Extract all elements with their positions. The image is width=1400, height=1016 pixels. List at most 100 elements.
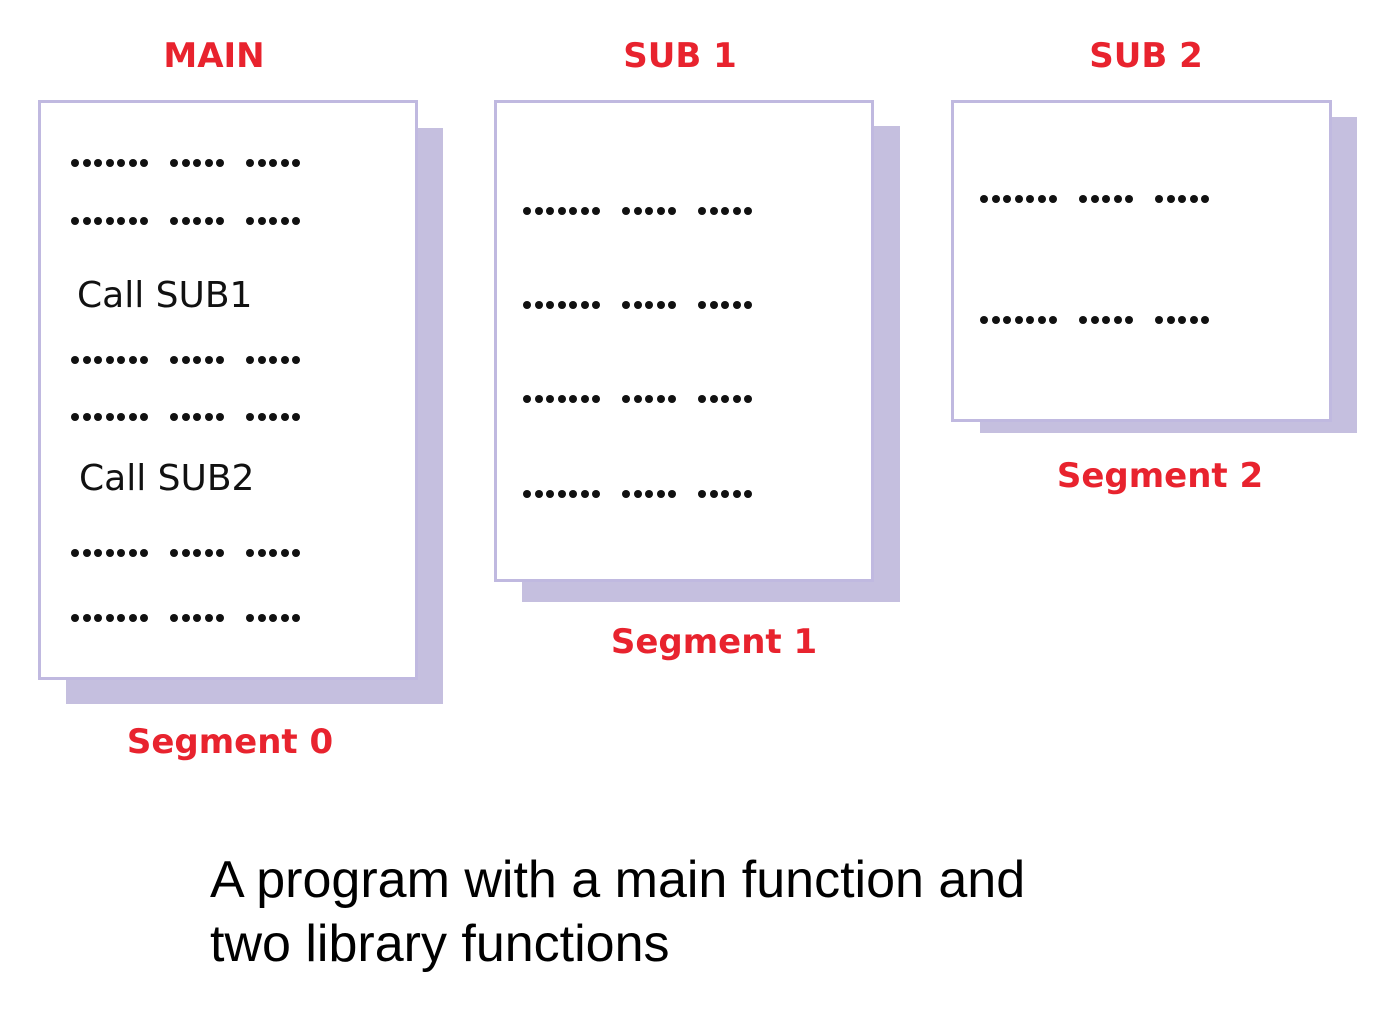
dot-icon — [292, 413, 300, 421]
segment-1-page — [494, 100, 874, 582]
dot-icon — [569, 301, 577, 309]
dot-icon — [128, 413, 137, 421]
dot-icon — [1166, 316, 1175, 324]
dot-icon — [721, 395, 729, 403]
dot-icon — [668, 301, 676, 309]
dot-icon — [204, 159, 213, 167]
dot-icon — [269, 549, 277, 557]
dot-icon — [105, 614, 114, 622]
dot-icon — [668, 395, 676, 403]
dot-icon — [557, 490, 566, 498]
dot-icon — [709, 301, 718, 309]
dot-icon — [181, 413, 190, 421]
dot-icon — [181, 356, 190, 364]
dot-group — [622, 301, 676, 309]
dot-icon — [557, 301, 566, 309]
dot-icon — [991, 316, 1000, 324]
dot-group — [246, 614, 300, 622]
dot-icon — [1049, 195, 1057, 203]
dot-line — [71, 353, 322, 367]
dot-icon — [744, 490, 752, 498]
dot-icon — [732, 207, 741, 215]
dot-icon — [698, 490, 706, 498]
dot-group — [71, 356, 148, 364]
dot-group — [170, 356, 224, 364]
dot-icon — [1166, 195, 1175, 203]
dot-icon — [523, 301, 531, 309]
dot-icon — [1201, 316, 1209, 324]
dot-icon — [128, 159, 137, 167]
dot-icon — [128, 356, 137, 364]
dot-icon — [1102, 316, 1110, 324]
dot-icon — [1189, 195, 1198, 203]
dot-icon — [721, 490, 729, 498]
dot-icon — [980, 316, 988, 324]
dot-icon — [1155, 316, 1163, 324]
dot-icon — [117, 217, 125, 225]
dot-icon — [269, 614, 277, 622]
dot-icon — [117, 549, 125, 557]
dot-icon — [1090, 195, 1099, 203]
dot-line — [71, 156, 322, 170]
dot-icon — [292, 217, 300, 225]
dot-icon — [1014, 195, 1023, 203]
dot-icon — [656, 395, 665, 403]
dot-icon — [709, 490, 718, 498]
dot-icon — [633, 301, 642, 309]
dot-group — [622, 395, 676, 403]
dot-icon — [292, 549, 300, 557]
dot-icon — [546, 301, 554, 309]
dot-group — [523, 490, 600, 498]
dot-icon — [117, 356, 125, 364]
dot-icon — [204, 549, 213, 557]
title-sub1: SUB 1 — [623, 36, 737, 76]
dot-icon — [523, 395, 531, 403]
dot-icon — [1090, 316, 1099, 324]
segment-2-label: Segment 2 — [1056, 456, 1264, 496]
dot-icon — [732, 490, 741, 498]
dot-group — [1079, 316, 1133, 324]
dot-icon — [257, 356, 266, 364]
dot-icon — [744, 395, 752, 403]
dot-icon — [569, 207, 577, 215]
dot-icon — [580, 490, 589, 498]
dot-group — [246, 549, 300, 557]
dot-icon — [1014, 316, 1023, 324]
dot-icon — [216, 614, 224, 622]
dot-icon — [140, 413, 148, 421]
dot-icon — [668, 207, 676, 215]
dot-icon — [140, 356, 148, 364]
dot-icon — [1037, 195, 1046, 203]
dot-group — [622, 207, 676, 215]
dot-icon — [94, 356, 102, 364]
dot-icon — [732, 301, 741, 309]
dot-icon — [744, 301, 752, 309]
dot-icon — [1178, 195, 1186, 203]
dot-icon — [216, 217, 224, 225]
dot-group — [523, 301, 600, 309]
dot-icon — [128, 217, 137, 225]
dot-icon — [546, 395, 554, 403]
dot-icon — [721, 301, 729, 309]
dot-icon — [117, 159, 125, 167]
dot-icon — [246, 356, 254, 364]
dot-line — [523, 298, 774, 312]
dot-icon — [1079, 195, 1087, 203]
dot-icon — [1037, 316, 1046, 324]
dot-icon — [1155, 195, 1163, 203]
dot-icon — [82, 356, 91, 364]
dot-icon — [592, 395, 600, 403]
dot-icon — [94, 159, 102, 167]
dot-icon — [656, 301, 665, 309]
dot-icon — [656, 207, 665, 215]
caption-line-1: A program with a main function and — [210, 851, 1026, 909]
segment-0-label: Segment 0 — [126, 722, 334, 762]
dot-icon — [569, 395, 577, 403]
dot-group — [246, 159, 300, 167]
dot-line — [523, 204, 774, 218]
dot-group — [170, 217, 224, 225]
dot-icon — [257, 217, 266, 225]
dot-icon — [534, 490, 543, 498]
dot-line — [523, 487, 774, 501]
dot-icon — [645, 395, 653, 403]
